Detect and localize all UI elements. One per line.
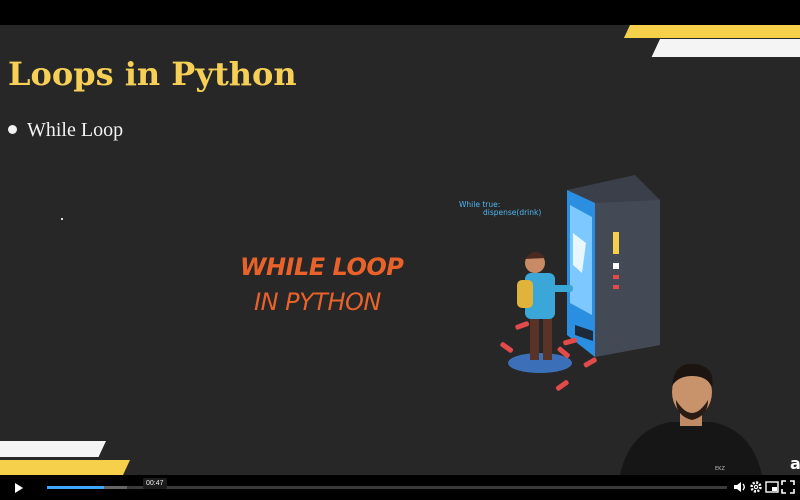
bullet-item: While Loop bbox=[8, 119, 123, 142]
play-icon[interactable] bbox=[10, 480, 26, 496]
progress-fill bbox=[47, 486, 105, 489]
vending-machine-illustration bbox=[500, 175, 660, 391]
svg-text:EKZ: EKZ bbox=[715, 466, 725, 472]
video-frame[interactable]: Loops in Python While Loop WHILE LOOP IN… bbox=[0, 25, 800, 475]
graphic-subheading: IN PYTHON bbox=[254, 288, 381, 316]
volume-icon[interactable] bbox=[733, 480, 747, 494]
top-letterbox bbox=[0, 0, 800, 25]
bullet-text: While Loop bbox=[27, 119, 124, 141]
pip-icon[interactable] bbox=[765, 480, 779, 494]
decor-stripe bbox=[0, 460, 130, 475]
code-line: dispense(drink) bbox=[483, 208, 542, 217]
gear-icon[interactable] bbox=[749, 480, 763, 494]
code-line: While true: bbox=[459, 200, 501, 209]
decor-stripe bbox=[623, 25, 800, 38]
presenter-webcam: EKZ a bbox=[620, 363, 800, 475]
decor-stripe bbox=[0, 441, 106, 457]
fullscreen-icon[interactable] bbox=[781, 480, 795, 494]
bullet-dot bbox=[8, 124, 17, 134]
slide-title: Loops in Python bbox=[8, 55, 297, 93]
cursor-dot bbox=[61, 218, 63, 220]
graphic-heading: WHILE LOOP bbox=[240, 253, 404, 281]
decor-stripe bbox=[651, 39, 800, 57]
current-time: 00:47 bbox=[143, 478, 167, 489]
progress-track[interactable]: 00:47 bbox=[47, 478, 727, 489]
svg-text:a: a bbox=[790, 454, 800, 473]
video-controls: 00:47 bbox=[0, 475, 800, 500]
